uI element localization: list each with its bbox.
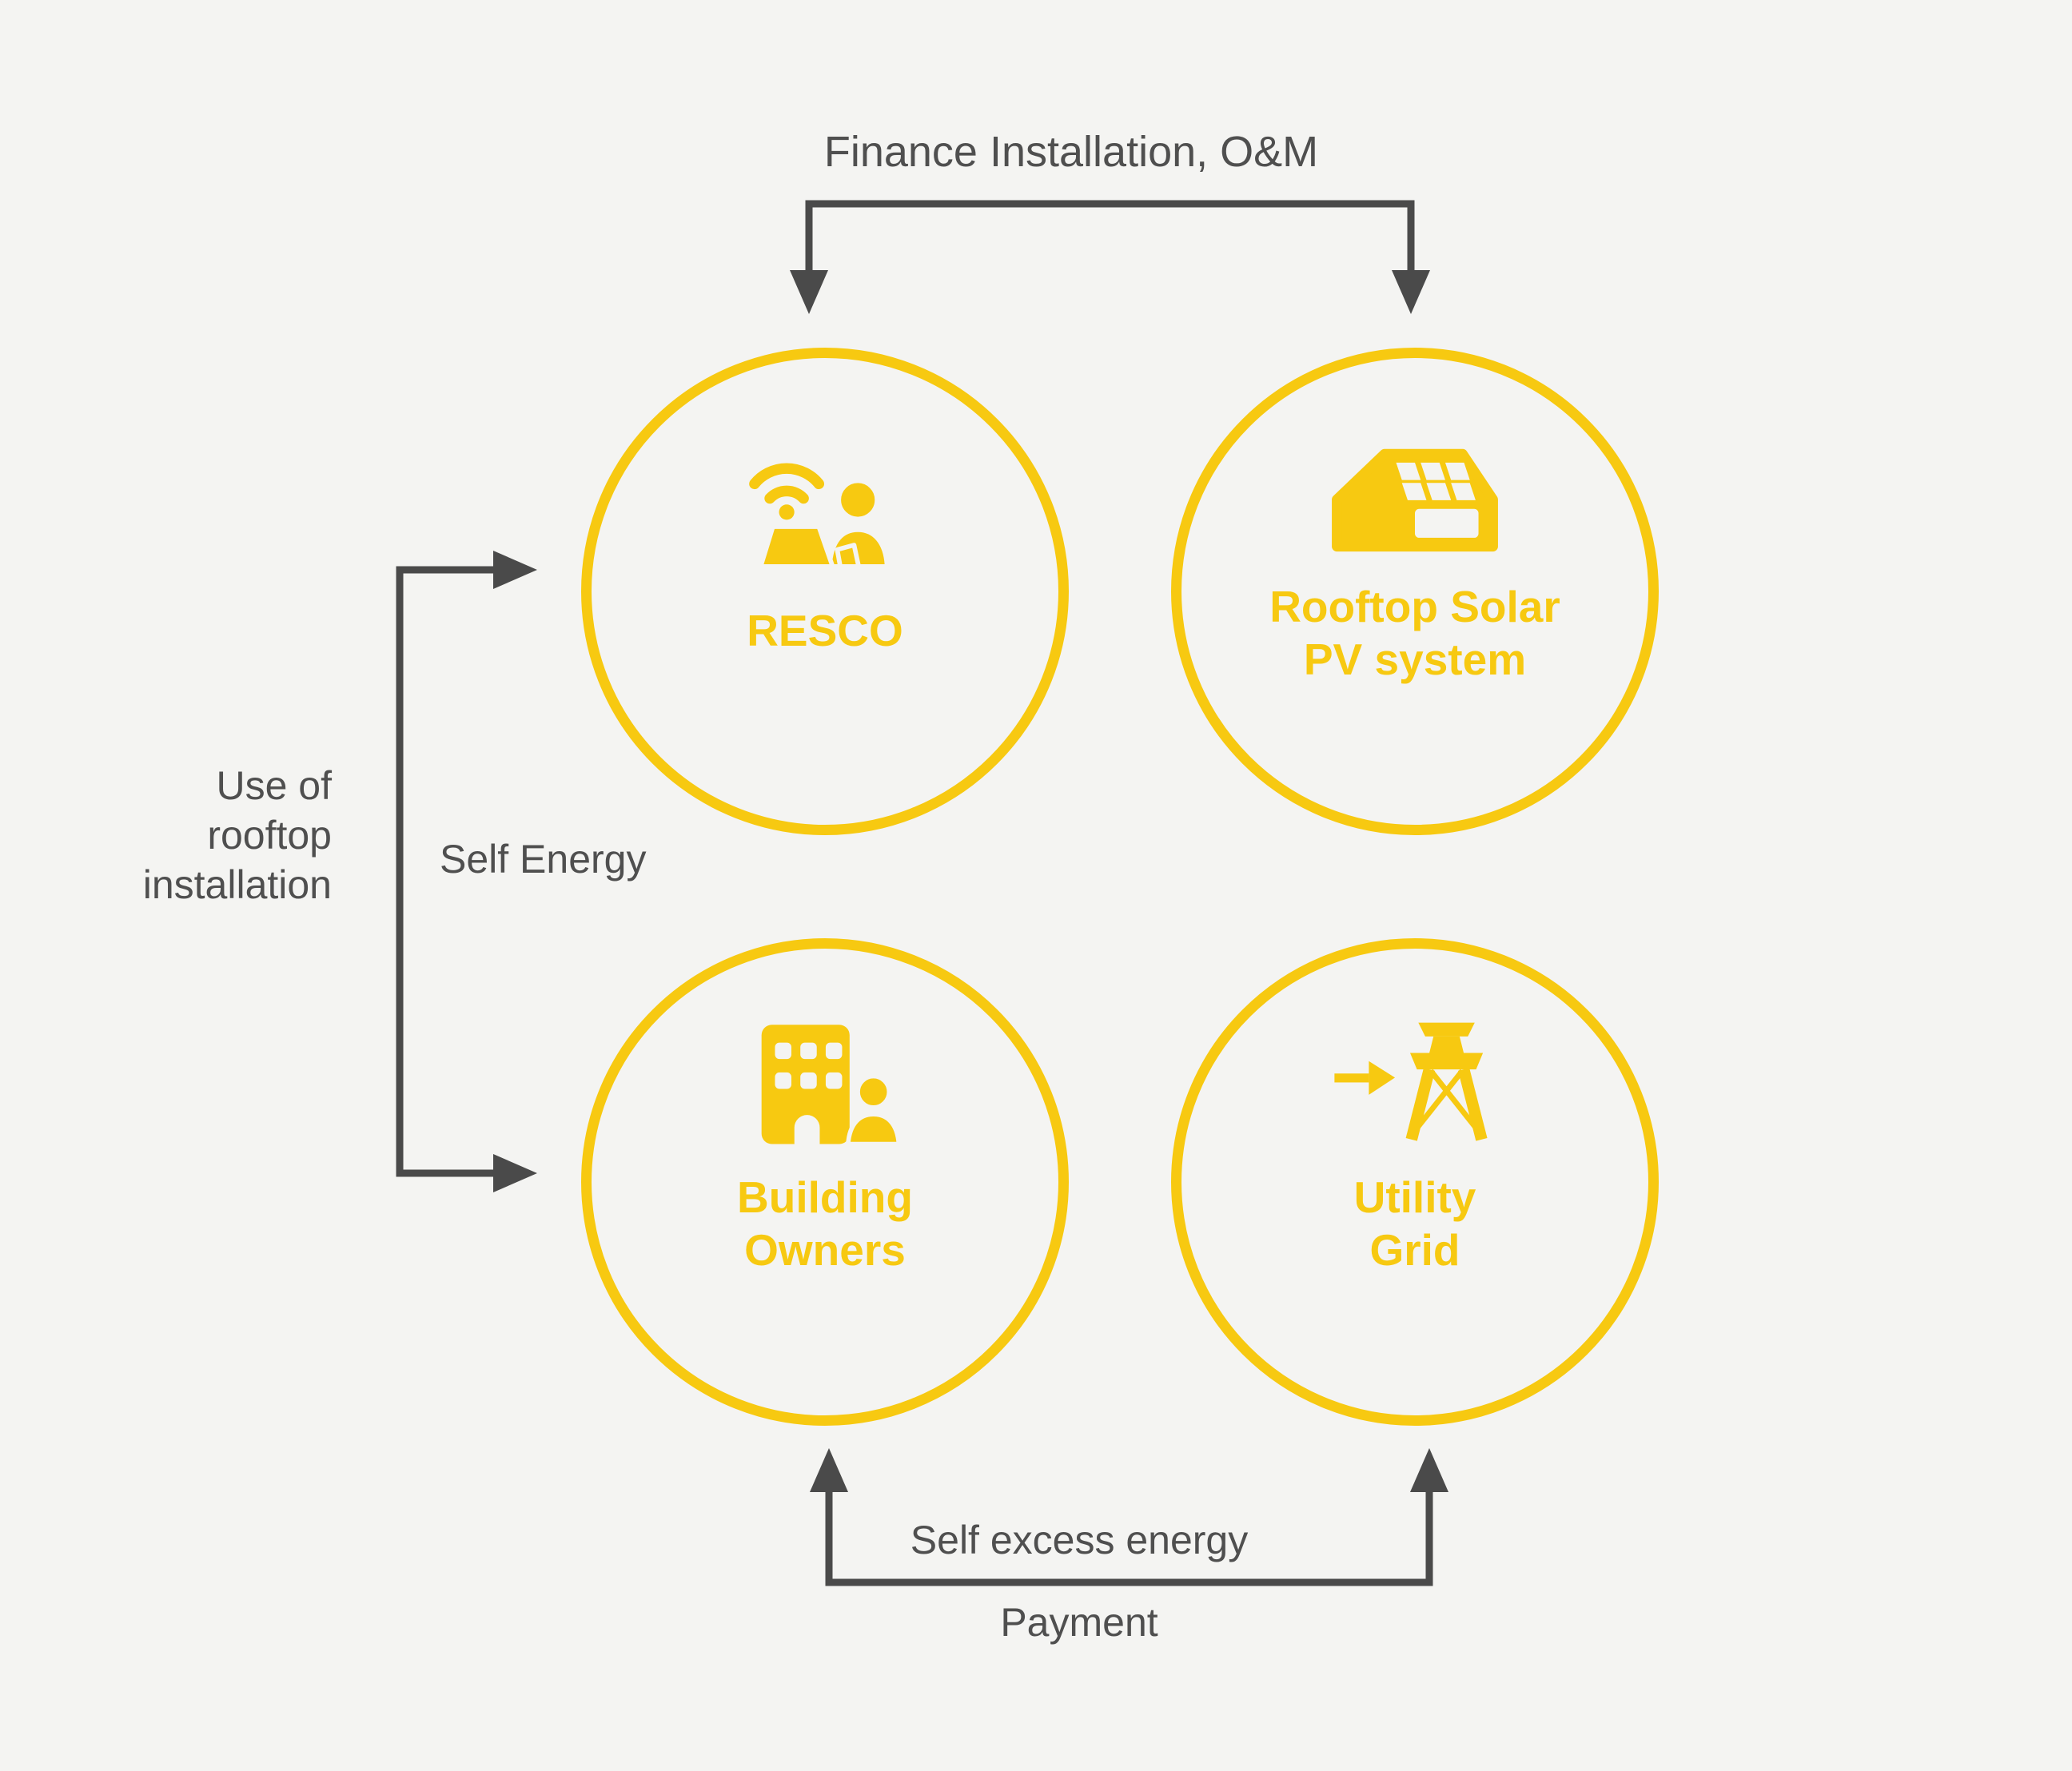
resco-label: RESCO (747, 606, 903, 655)
rooftop-solar-label-line2: PV system (1303, 635, 1527, 684)
self-energy-label: Self Energy (440, 837, 647, 882)
building-owners-label-line1: Building (737, 1172, 913, 1222)
finance-arrow (790, 200, 1430, 314)
building-owners-label-line2: Owners (744, 1225, 906, 1275)
solar-roof-icon (1332, 448, 1498, 552)
use-of-rooftop-label-line1: Use of (216, 763, 332, 808)
utility-grid-label-line2: Grid (1369, 1225, 1460, 1275)
utility-grid-label-line1: Utility (1353, 1172, 1476, 1222)
utility-grid-label: Utility Grid (1181, 1171, 1648, 1276)
rooftop-solar-label: Rooftop Solar PV system (1181, 580, 1648, 686)
rooftop-use-arrow (396, 551, 537, 1192)
self-excess-energy-label: Self excess energy (910, 1518, 1249, 1562)
use-of-rooftop-label: Use of rooftop installation (0, 761, 332, 909)
finance-installation-label: Finance Installation, O&M (823, 128, 1319, 176)
transmission-tower-arrow-icon (1334, 1022, 1488, 1141)
node-utility-grid: Utility Grid (1171, 938, 1659, 1426)
use-of-rooftop-label-line3: installation (142, 862, 332, 907)
node-rooftop-solar: Rooftop Solar PV system (1171, 348, 1659, 835)
node-resco: RESCO (581, 348, 1069, 835)
operator-wifi-laptop-icon (749, 463, 890, 569)
payment-label: Payment (1000, 1600, 1158, 1645)
excess-payment-arrow (810, 1448, 1448, 1586)
node-building-owners: Building Owners (581, 938, 1069, 1426)
use-of-rooftop-label-line2: rooftop (207, 813, 332, 858)
building-owners-label: Building Owners (592, 1171, 1058, 1276)
building-person-icon (761, 1025, 902, 1147)
rooftop-solar-label-line1: Rooftop Solar (1269, 582, 1560, 631)
